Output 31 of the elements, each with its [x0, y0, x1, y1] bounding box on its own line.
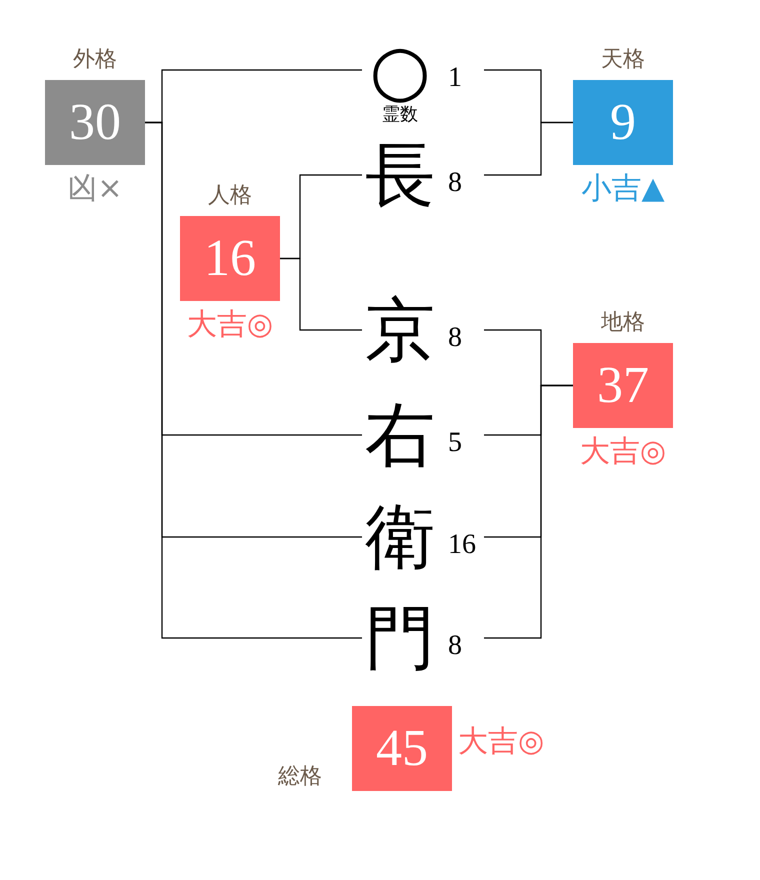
name-character: 衛: [364, 499, 436, 575]
fortune-verdict: 大吉◎: [186, 307, 274, 343]
fortune-verdict: 大吉◎: [580, 434, 666, 470]
bracket-connector: [280, 258, 362, 331]
fortune-verdict: 凶×: [67, 171, 123, 207]
bracket-connector: [145, 122, 362, 639]
score-box: 16: [180, 216, 280, 301]
grade-heading: 天格: [601, 46, 645, 74]
score-box: 9: [573, 80, 673, 165]
stroke-count: 8: [448, 322, 462, 354]
score-box: 45: [352, 706, 452, 791]
stroke-count: 8: [448, 630, 462, 662]
score-box: 37: [573, 343, 673, 428]
stroke-count: 1: [448, 62, 462, 94]
bracket-connector: [484, 384, 573, 639]
bracket-connector: [484, 122, 573, 176]
name-character: 門: [364, 600, 436, 676]
score-box: 30: [45, 80, 145, 165]
grade-heading: 人格: [208, 182, 252, 210]
grade-heading: 総格: [278, 763, 322, 791]
grade-heading: 外格: [73, 46, 117, 74]
grade-heading: 地格: [601, 309, 645, 337]
stroke-count: 8: [448, 167, 462, 199]
stroke-count: 5: [448, 427, 462, 459]
spirit-number-label: 霊数: [382, 104, 418, 126]
name-character: 右: [364, 397, 436, 473]
stroke-count: 16: [448, 529, 476, 561]
name-character: 京: [364, 292, 436, 368]
name-character: 長: [364, 137, 436, 213]
fortune-verdict: 小吉▲: [581, 171, 665, 207]
fortune-verdict: 大吉◎: [458, 724, 544, 760]
